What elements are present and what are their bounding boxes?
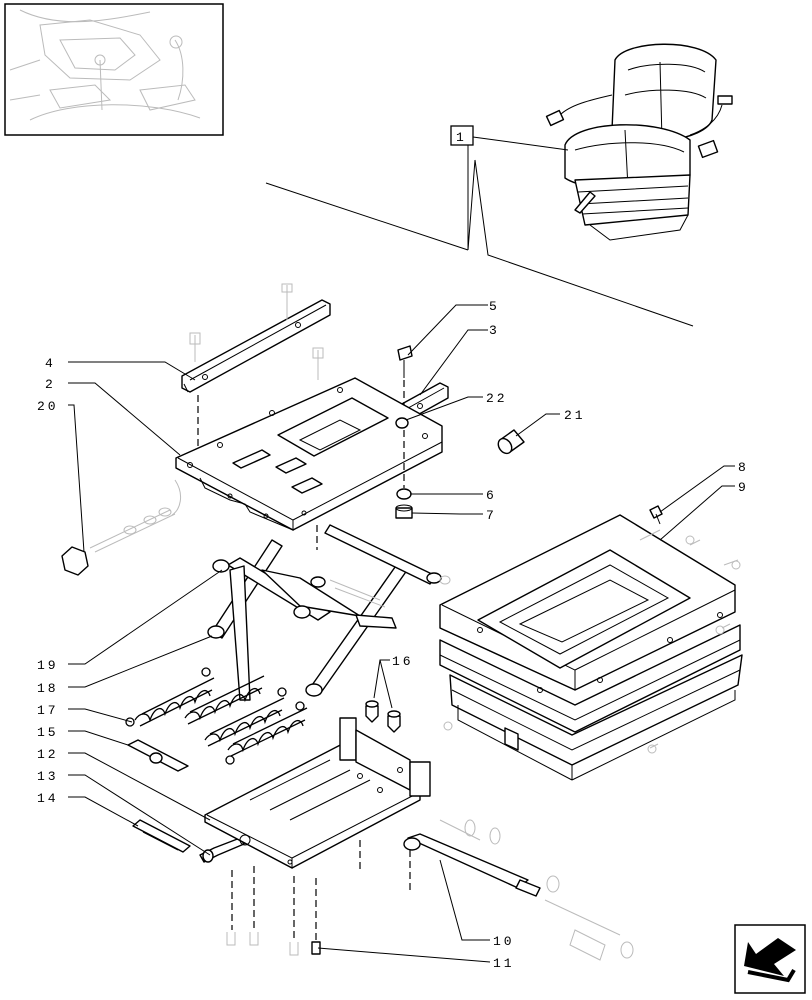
callout-15: 15	[37, 725, 59, 740]
callout-box-1: 1	[265, 125, 694, 327]
callout-1-label: 1	[456, 130, 467, 145]
rubber-stops-16	[365, 700, 401, 733]
handle-14	[132, 819, 245, 863]
callout-leaders	[68, 304, 735, 963]
gas-spring-10	[403, 819, 634, 961]
callout-19: 19	[37, 658, 59, 673]
callout-4: 4	[45, 356, 56, 371]
next-page-button[interactable]	[734, 924, 806, 994]
upper-seat-frame	[175, 377, 443, 531]
suspension-springs	[125, 667, 308, 765]
complete-seat-assembly	[545, 43, 733, 241]
callout-labels: 5 3 4 2 20 22 21 6 7 8 9 16 19 18 17 15 …	[37, 299, 749, 971]
callout-3: 3	[489, 323, 500, 338]
callout-10: 10	[493, 934, 515, 949]
callout-20: 20	[37, 399, 59, 414]
callout-13: 13	[37, 769, 59, 784]
callout-12: 12	[37, 747, 59, 762]
callout-21: 21	[564, 408, 586, 423]
lever-15	[127, 739, 189, 772]
next-page-arrow-icon	[734, 924, 806, 994]
lower-base-frame	[204, 717, 431, 956]
scissor-linkage	[207, 524, 451, 701]
callout-7: 7	[486, 508, 497, 523]
callout-17: 17	[37, 703, 59, 718]
bellows-cover-9	[439, 514, 743, 781]
callout-18: 18	[37, 681, 59, 696]
callout-5: 5	[489, 299, 500, 314]
callout-16: 16	[392, 654, 414, 669]
pin-21	[497, 429, 525, 455]
callout-22: 22	[486, 391, 508, 406]
callout-11: 11	[493, 956, 515, 971]
screw-8	[649, 505, 663, 525]
callout-6: 6	[486, 488, 497, 503]
callout-9: 9	[738, 480, 749, 495]
cab-location-thumbnail	[4, 3, 224, 136]
callout-8: 8	[738, 460, 749, 475]
adjustment-knob-20	[61, 479, 182, 576]
callout-14: 14	[37, 791, 59, 806]
callout-2: 2	[45, 377, 56, 392]
washers-and-nuts	[395, 417, 413, 519]
